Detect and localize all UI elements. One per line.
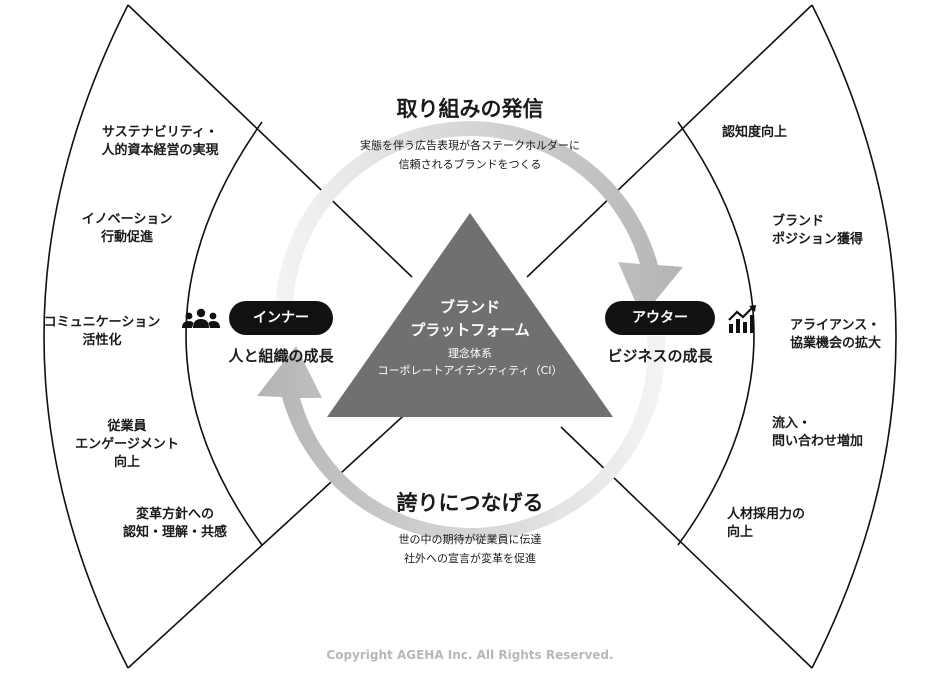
inner-item-line: コミュニケーション [43,315,161,330]
outer-fan [526,4,897,669]
outer-growth-label: ビジネスの成長 [607,347,713,365]
inner-fan-bottom-edge [127,406,414,669]
outer-fan-bottom-edge [560,426,813,669]
inner-pill: インナー [229,301,333,335]
bottom-subtext-line: 世の中の期待が従業員に伝達 [398,533,542,546]
top-subtext-line: 実態を伴う広告表現が各ステークホルダーに [360,139,580,152]
outer-item-line: 向上 [727,525,754,540]
inner-item-line: エンゲージメント [75,437,179,452]
inner-fan-inner-arc [185,121,263,546]
inner-item-line: 向上 [113,455,140,470]
brand-platform-title-line: プラットフォーム [410,321,530,339]
outer-item-line: アライアンス・ [790,318,881,333]
copyright-text: Copyright AGEHA Inc. All Rights Reserved… [326,648,614,662]
top-subtext-line: 信頼されるブランドをつくる [398,158,542,171]
outer-fan-top-edge [526,4,813,278]
brand-platform-title-line: ブランド [439,298,500,316]
outer-item: 認知度向上 [722,124,787,142]
outer-item-line: 協業機会の拡大 [790,336,882,351]
inner-item-line: サステナビリティ・ [102,125,218,140]
inner-item: 変革方針への 認知・理解・共感 [90,506,260,542]
inner-item: イノベーション 行動促進 [52,211,202,247]
outer-item-line: 認知度向上 [722,125,788,140]
outer-item-line: ブランド [772,214,825,229]
inner-item-line: イノベーション [81,212,173,227]
inner-fan [43,4,414,669]
outer-item: ブランド ポジション獲得 [772,213,863,249]
inner-growth-label: 人と組織の成長 [228,347,334,365]
outer-item-line: 問い合わせ増加 [772,434,864,449]
outer-fan-outer-arc [811,4,897,669]
brand-platform-sub-line: コーポレートアイデンティティ（CI） [377,364,563,377]
outer-fan-inner-arc [677,121,755,546]
inner-item: 従業員 エンゲージメント 向上 [52,418,202,472]
inner-item-line: 人的資本経営の実現 [101,143,219,158]
bottom-subtext-line: 社外への宣言が変革を促進 [404,552,536,565]
brand-platform-triangle [327,213,613,417]
growth-chart-icon [728,305,756,333]
people-icon [182,308,220,328]
outer-item-line: 流入・ [772,416,812,431]
inner-item-line: 活性化 [82,333,122,348]
outer-item: アライアンス・ 協業機会の拡大 [790,317,881,353]
top-cycle-arrow [275,121,683,317]
bottom-subtext: 世の中の期待が従業員に伝達 社外への宣言が変革を促進 [320,530,620,568]
bottom-cycle-arrow [257,336,666,542]
inner-fan-outer-arc [43,4,129,669]
inner-item-line: 認知・理解・共感 [122,525,227,540]
brand-platform-sub-line: 理念体系 [448,347,492,360]
inner-item: コミュニケーション 活性化 [22,314,182,350]
outer-pill: アウター [605,301,715,335]
inner-item-line: 従業員 [107,419,147,434]
bottom-heading: 誇りにつなげる [396,491,544,515]
outer-item: 人材採用力の 向上 [727,506,805,542]
inner-item: サステナビリティ・ 人的資本経営の実現 [75,124,245,160]
inner-fan-top-edge [127,4,413,278]
top-heading: 取り組みの発信 [396,97,544,121]
inner-item-line: 行動促進 [100,230,153,245]
outer-item-line: 人材採用力の [727,507,806,522]
brand-platform-text: ブランド プラットフォーム 理念体系 コーポレートアイデンティティ（CI） [350,296,590,379]
inner-item-line: 変革方針への [135,507,214,522]
top-subtext: 実態を伴う広告表現が各ステークホルダーに 信頼されるブランドをつくる [320,136,620,174]
outer-item: 流入・ 問い合わせ増加 [772,415,863,451]
outer-item-line: ポジション獲得 [772,232,864,247]
